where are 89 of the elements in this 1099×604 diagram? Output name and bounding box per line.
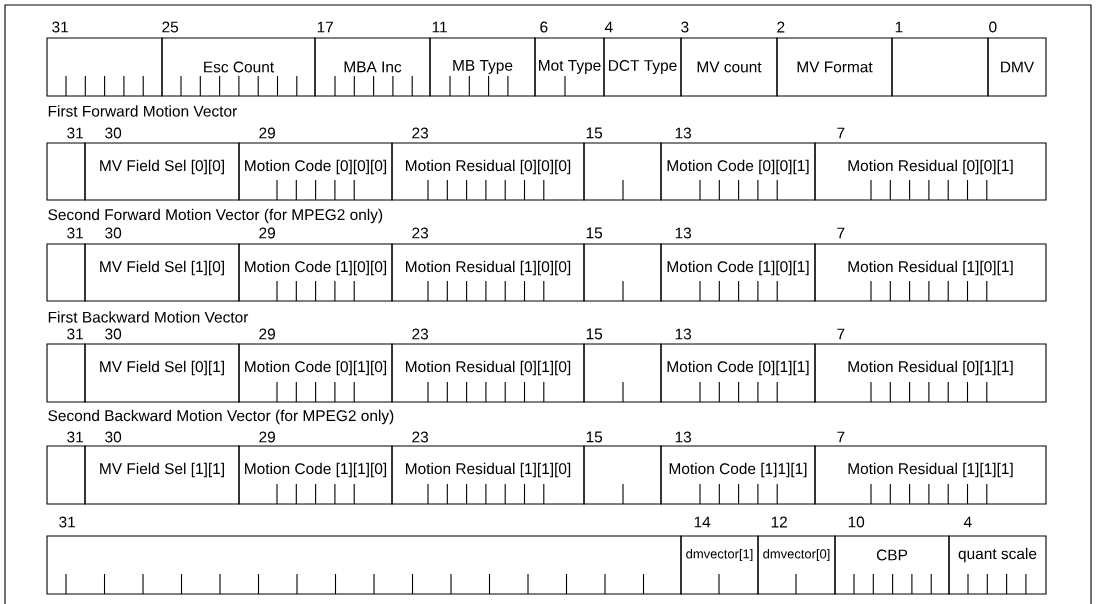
bit-field: MV Field Sel [0][1] xyxy=(84,343,240,403)
bit-field: dmvector[0] xyxy=(757,535,836,595)
bit-field: Motion Code [0][1][0] xyxy=(238,343,393,403)
bit-number: 31 xyxy=(67,328,83,340)
bit-field: Motion Residual [1][0][0] xyxy=(391,243,585,302)
bit-number: 7 xyxy=(837,328,845,340)
bit-field: CBP xyxy=(834,535,950,595)
row-heading: First Forward Motion Vector xyxy=(48,105,237,117)
reserved-field xyxy=(46,535,682,595)
bit-number: 23 xyxy=(412,431,429,443)
bit-field: Motion Code [0][0][0] xyxy=(238,142,393,201)
bit-field: MV Field Sel [1][1] xyxy=(84,445,240,505)
bit-number: 23 xyxy=(412,227,429,239)
bit-number: 31 xyxy=(59,516,75,528)
bit-number: 31 xyxy=(67,431,83,443)
bit-field: Motion Residual [0][0][1] xyxy=(814,142,1047,201)
bit-number: 31 xyxy=(67,227,83,239)
row-heading: Second Forward Motion Vector (for MPEG2 only) xyxy=(48,208,383,224)
bit-field: Motion Code [1][0][1] xyxy=(660,243,816,302)
bit-field: Motion Code [0][0][1] xyxy=(660,142,816,201)
bit-number: 29 xyxy=(259,227,275,239)
bit-field: DCT Type xyxy=(603,37,682,97)
reserved-field xyxy=(46,445,86,505)
reserved-field xyxy=(46,142,86,201)
bit-number: 3 xyxy=(681,21,689,33)
bit-number: 30 xyxy=(105,328,122,340)
bit-number: 13 xyxy=(675,431,692,443)
bit-field: MV Format xyxy=(776,37,893,97)
bit-field: MV Field Sel [1][0] xyxy=(84,243,240,302)
bit-number: 31 xyxy=(67,127,83,139)
bit-number: 23 xyxy=(412,127,429,139)
bit-number: 30 xyxy=(105,227,122,239)
bit-number: 13 xyxy=(675,127,692,139)
reserved-field xyxy=(583,142,662,201)
bit-number: 29 xyxy=(259,127,275,139)
bit-number: 15 xyxy=(586,227,603,239)
bit-field: MV Field Sel [0][0] xyxy=(84,142,240,201)
bit-number: 14 xyxy=(694,516,711,528)
bit-field: Motion Residual [0][1][1] xyxy=(814,343,1047,403)
bit-number: 30 xyxy=(105,127,122,139)
bit-number: 29 xyxy=(259,431,275,443)
reserved-field xyxy=(583,343,662,403)
bit-field: quant scale xyxy=(948,535,1047,595)
bit-number: 29 xyxy=(259,328,275,340)
bit-number: 2 xyxy=(777,21,785,33)
reserved-field xyxy=(46,343,86,403)
reserved-field xyxy=(891,37,989,97)
bit-number: 7 xyxy=(837,127,845,139)
bit-field: Motion Residual [0][0][0] xyxy=(391,142,585,201)
bit-number: 15 xyxy=(586,127,603,139)
bit-field: Motion Residual [1][1][1] xyxy=(814,445,1047,505)
reserved-field xyxy=(46,243,86,302)
bit-field: Motion Residual [0][1][0] xyxy=(391,343,585,403)
bit-number: 7 xyxy=(837,431,845,443)
bit-number: 13 xyxy=(675,227,692,239)
bit-number: 15 xyxy=(586,328,603,340)
bit-number: 4 xyxy=(604,21,613,33)
bit-field: MB Type xyxy=(429,37,536,97)
bit-number: 17 xyxy=(317,21,333,33)
bit-number: 10 xyxy=(848,516,865,528)
bit-field: Motion Code [1]1][1] xyxy=(660,445,816,505)
bit-number: 30 xyxy=(105,431,122,443)
bit-number: 11 xyxy=(432,21,447,33)
bit-number: 4 xyxy=(963,516,972,528)
bit-field: Motion Code [0][1][1] xyxy=(660,343,816,403)
reserved-field xyxy=(583,445,662,505)
bit-field: Motion Residual [1][0][1] xyxy=(814,243,1047,302)
bit-field: Motion Residual [1][1][0] xyxy=(391,445,585,505)
bit-field: Esc Count xyxy=(161,37,316,97)
bit-number: 25 xyxy=(162,21,179,33)
bit-field: dmvector[1] xyxy=(680,535,759,595)
bit-number: 7 xyxy=(837,227,845,239)
bit-number: 1 xyxy=(895,21,903,33)
bit-field: DMV xyxy=(987,37,1047,97)
bit-field: Mot Type xyxy=(534,37,605,97)
bit-number: 6 xyxy=(540,21,548,33)
bit-number: 0 xyxy=(989,21,997,33)
bit-number: 23 xyxy=(412,328,429,340)
bit-field: Motion Code [1][1][0] xyxy=(238,445,393,505)
bit-number: 12 xyxy=(771,516,787,528)
bit-field: Motion Code [1][0][0] xyxy=(238,243,393,302)
bit-field: MBA Inc xyxy=(314,37,431,97)
row-heading: Second Backward Motion Vector (for MPEG2 only) xyxy=(48,409,394,425)
reserved-field xyxy=(583,243,662,302)
row-heading: First Backward Motion Vector xyxy=(48,311,249,323)
bit-number: 13 xyxy=(675,328,692,340)
bit-field: MV count xyxy=(680,37,778,97)
reserved-field xyxy=(46,37,163,97)
bit-number: 15 xyxy=(586,431,603,443)
